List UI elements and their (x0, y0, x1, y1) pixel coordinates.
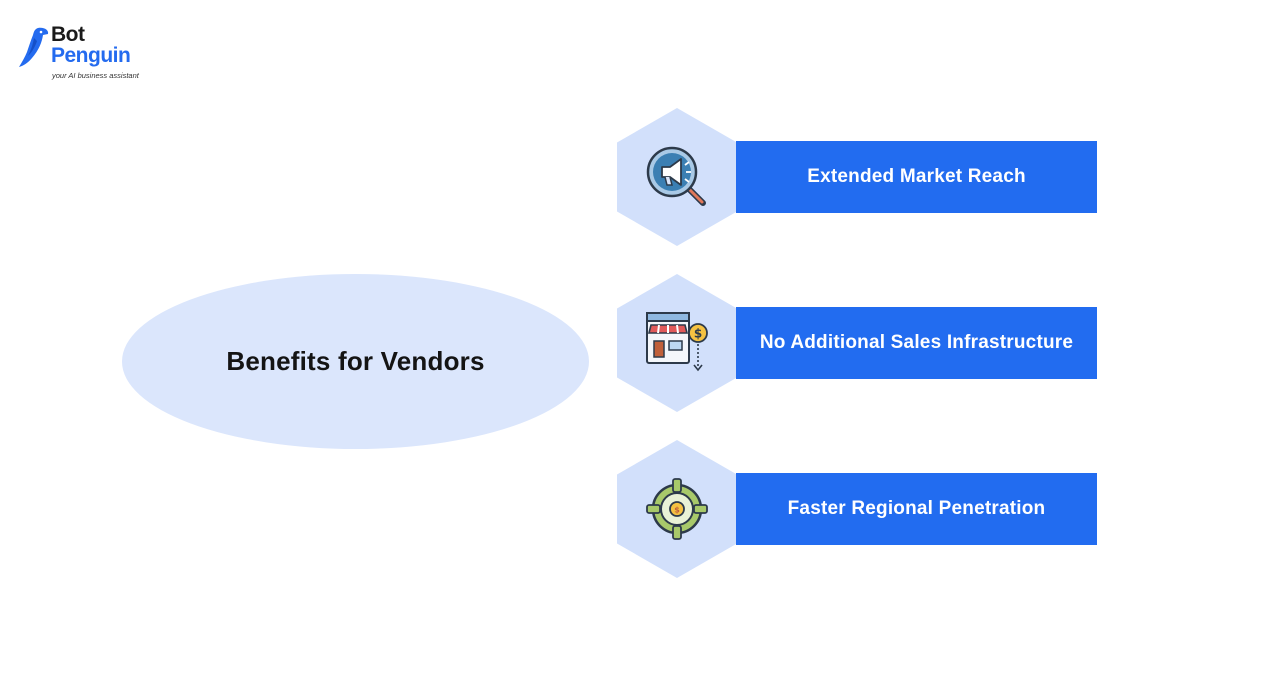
benefit-bar: Faster Regional Penetration (736, 473, 1097, 545)
benefit-label: No Additional Sales Infrastructure (759, 332, 1074, 353)
benefit-bar: Extended Market Reach (736, 141, 1097, 213)
benefit-row-extended-market-reach: Extended Market Reach (617, 108, 1097, 246)
megaphone-magnifier-icon (646, 146, 706, 206)
benefit-row-faster-regional-penetration: $ Faster Regional Penetration (617, 440, 1097, 578)
svg-text:$: $ (674, 506, 680, 515)
benefit-row-no-additional-sales-infrastructure: $ No Additional Sales Infrastructure (617, 274, 1097, 412)
logo-word-penguin: Penguin (51, 44, 131, 67)
benefit-bar: No Additional Sales Infrastructure (736, 307, 1097, 379)
benefit-label: Faster Regional Penetration (787, 498, 1046, 519)
target-crosshair-icon: $ (646, 478, 708, 540)
penguin-logo-icon (19, 27, 49, 68)
central-topic-ellipse: Benefits for Vendors (122, 274, 589, 449)
benefit-label: Extended Market Reach (807, 166, 1026, 187)
logo-tagline: your AI business assistant (52, 71, 139, 80)
logo-word-bot: Bot (51, 23, 85, 46)
central-topic-title: Benefits for Vendors (226, 346, 485, 376)
storefront-dollar-icon: $ (646, 312, 708, 372)
svg-text:$: $ (694, 327, 702, 341)
botpenguin-logo[interactable]: Bot Penguin your AI business assistant (18, 24, 158, 84)
